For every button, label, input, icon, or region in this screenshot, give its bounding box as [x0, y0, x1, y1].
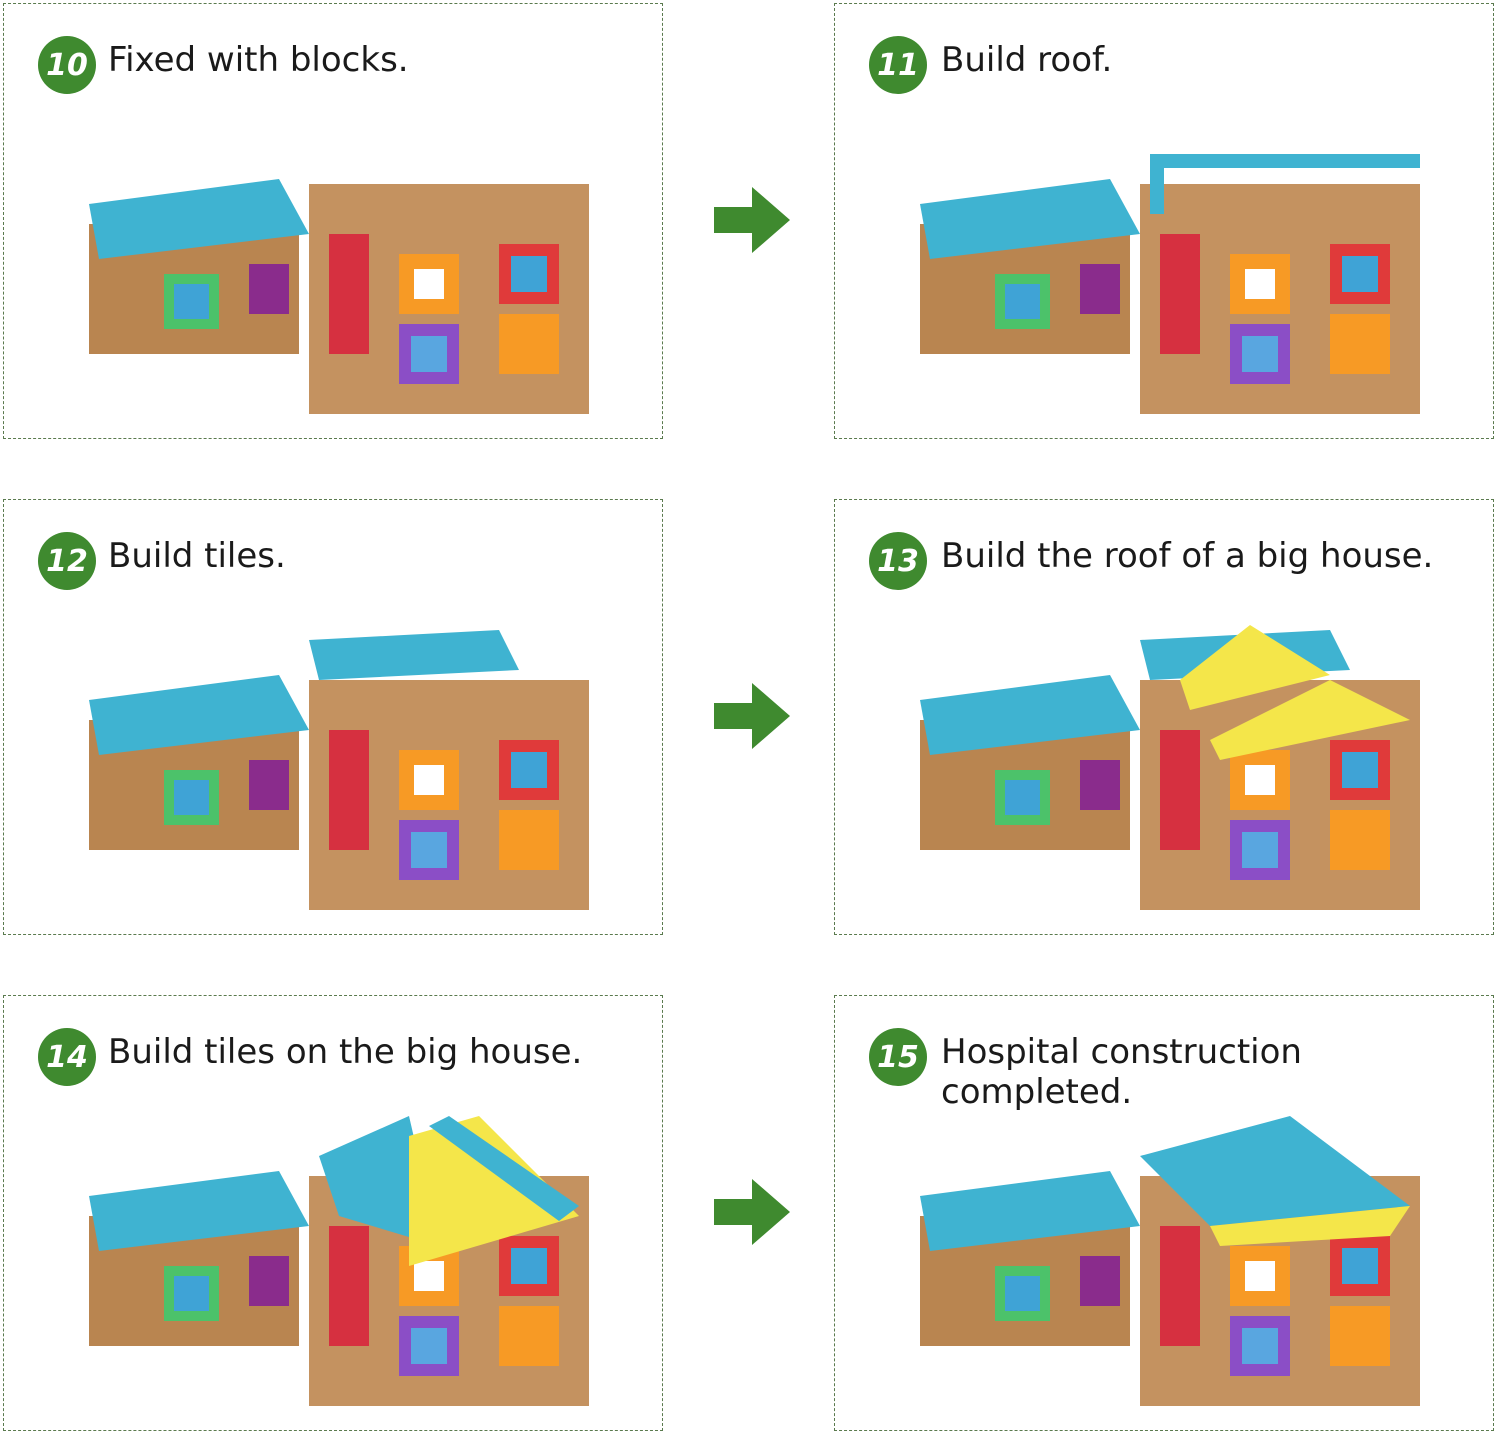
step-panel-15: 15 Hospital construction completed.: [834, 995, 1494, 1431]
small-house: [920, 1171, 1140, 1346]
step-number-badge: 13: [869, 532, 927, 590]
house-illustration: [79, 124, 599, 424]
small-house: [89, 179, 309, 354]
step-number-badge: 11: [869, 36, 927, 94]
step-title: Build tiles on the big house.: [108, 1032, 583, 1072]
big-house: [1140, 184, 1420, 414]
step-title: Fixed with blocks.: [108, 40, 409, 80]
step-number-badge: 15: [869, 1028, 927, 1086]
house-illustration: [79, 1116, 599, 1416]
house-illustration: [79, 620, 599, 920]
step-panel-14: 14 Build tiles on the big house.: [3, 995, 663, 1431]
house-illustration: [910, 124, 1430, 424]
step-panel-13: 13 Build the roof of a big house.: [834, 499, 1494, 935]
step-panel-12: 12 Build tiles.: [3, 499, 663, 935]
step-number-badge: 10: [38, 36, 96, 94]
step-title: Build tiles.: [108, 536, 286, 576]
next-step-arrow-icon: [712, 185, 792, 255]
house-illustration: [910, 1116, 1430, 1416]
step-title: Hospital construction completed.: [941, 1032, 1302, 1112]
small-house: [920, 675, 1140, 850]
big-house: [1140, 1176, 1420, 1406]
next-step-arrow-icon: [712, 681, 792, 751]
step-number-badge: 12: [38, 532, 96, 590]
small-house: [89, 1171, 309, 1346]
big-house: [309, 680, 589, 910]
step-number-badge: 14: [38, 1028, 96, 1086]
small-house: [920, 179, 1140, 354]
step-panel-10: 10 Fixed with blocks.: [3, 3, 663, 439]
small-house: [89, 675, 309, 850]
step-panel-11: 11 Build roof.: [834, 3, 1494, 439]
step-title: Build roof.: [941, 40, 1113, 80]
next-step-arrow-icon: [712, 1177, 792, 1247]
big-house: [309, 184, 589, 414]
house-illustration: [910, 620, 1430, 920]
step-title: Build the roof of a big house.: [941, 536, 1434, 576]
